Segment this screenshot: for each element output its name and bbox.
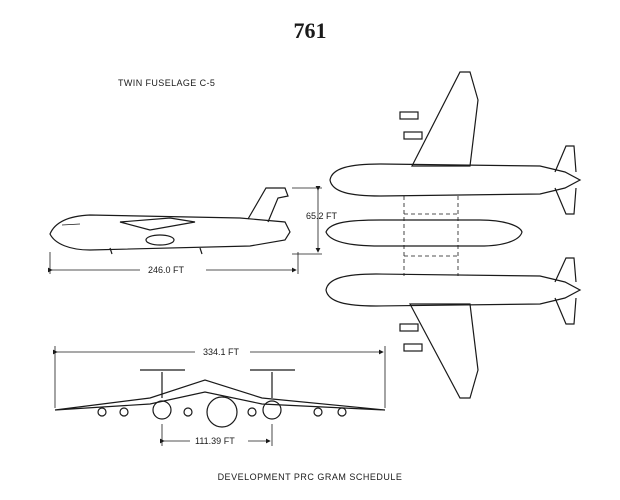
front-view: [54, 369, 386, 428]
front-left-fuselage: [152, 400, 172, 420]
side-wing: [119, 217, 196, 231]
front-engine: [119, 407, 129, 417]
front-engine: [247, 407, 257, 417]
engine-nacelle: [399, 323, 419, 332]
front-dimensions: [53, 346, 386, 446]
side-engine: [145, 234, 175, 246]
front-engine: [313, 407, 323, 417]
page-number: 761: [293, 18, 327, 43]
engine-nacelle: [403, 343, 423, 352]
top-wing-upper: [411, 71, 479, 167]
top-fuselage-lower: [325, 273, 582, 307]
front-center-body: [206, 396, 238, 428]
fuselage-spacing-label: 111.39 FT: [195, 436, 235, 446]
side-tail-fin: [247, 187, 289, 223]
front-left-fin: [140, 369, 185, 398]
top-htail-lower: [554, 257, 577, 325]
diagram-title: TWIN FUSELAGE C-5: [118, 78, 216, 88]
front-right-fuselage: [262, 400, 282, 420]
top-htail-upper: [554, 145, 577, 215]
front-engine: [97, 407, 107, 417]
length-dimension-label: 246.0 FT: [148, 265, 185, 275]
span-dimension-label: 334.1 FT: [203, 347, 240, 357]
footer-caption: DEVELOPMENT PRC GRAM SCHEDULE: [217, 472, 403, 482]
front-engine: [183, 407, 193, 417]
front-engine: [337, 407, 347, 417]
side-gear: [109, 247, 203, 255]
side-fuselage: [49, 214, 291, 251]
side-view: [49, 187, 291, 255]
side-dimensions: [48, 186, 322, 274]
height-dimension-label: 65.2 FT: [306, 211, 338, 221]
engine-nacelle: [399, 111, 419, 120]
top-wing-lower: [409, 303, 479, 399]
top-view-connectors: [403, 196, 459, 276]
front-right-fin: [250, 369, 295, 398]
top-center-pod: [325, 219, 523, 247]
top-fuselage-upper: [329, 163, 582, 197]
top-view: [325, 71, 582, 399]
front-wing: [54, 379, 386, 411]
engine-nacelle: [403, 131, 423, 140]
